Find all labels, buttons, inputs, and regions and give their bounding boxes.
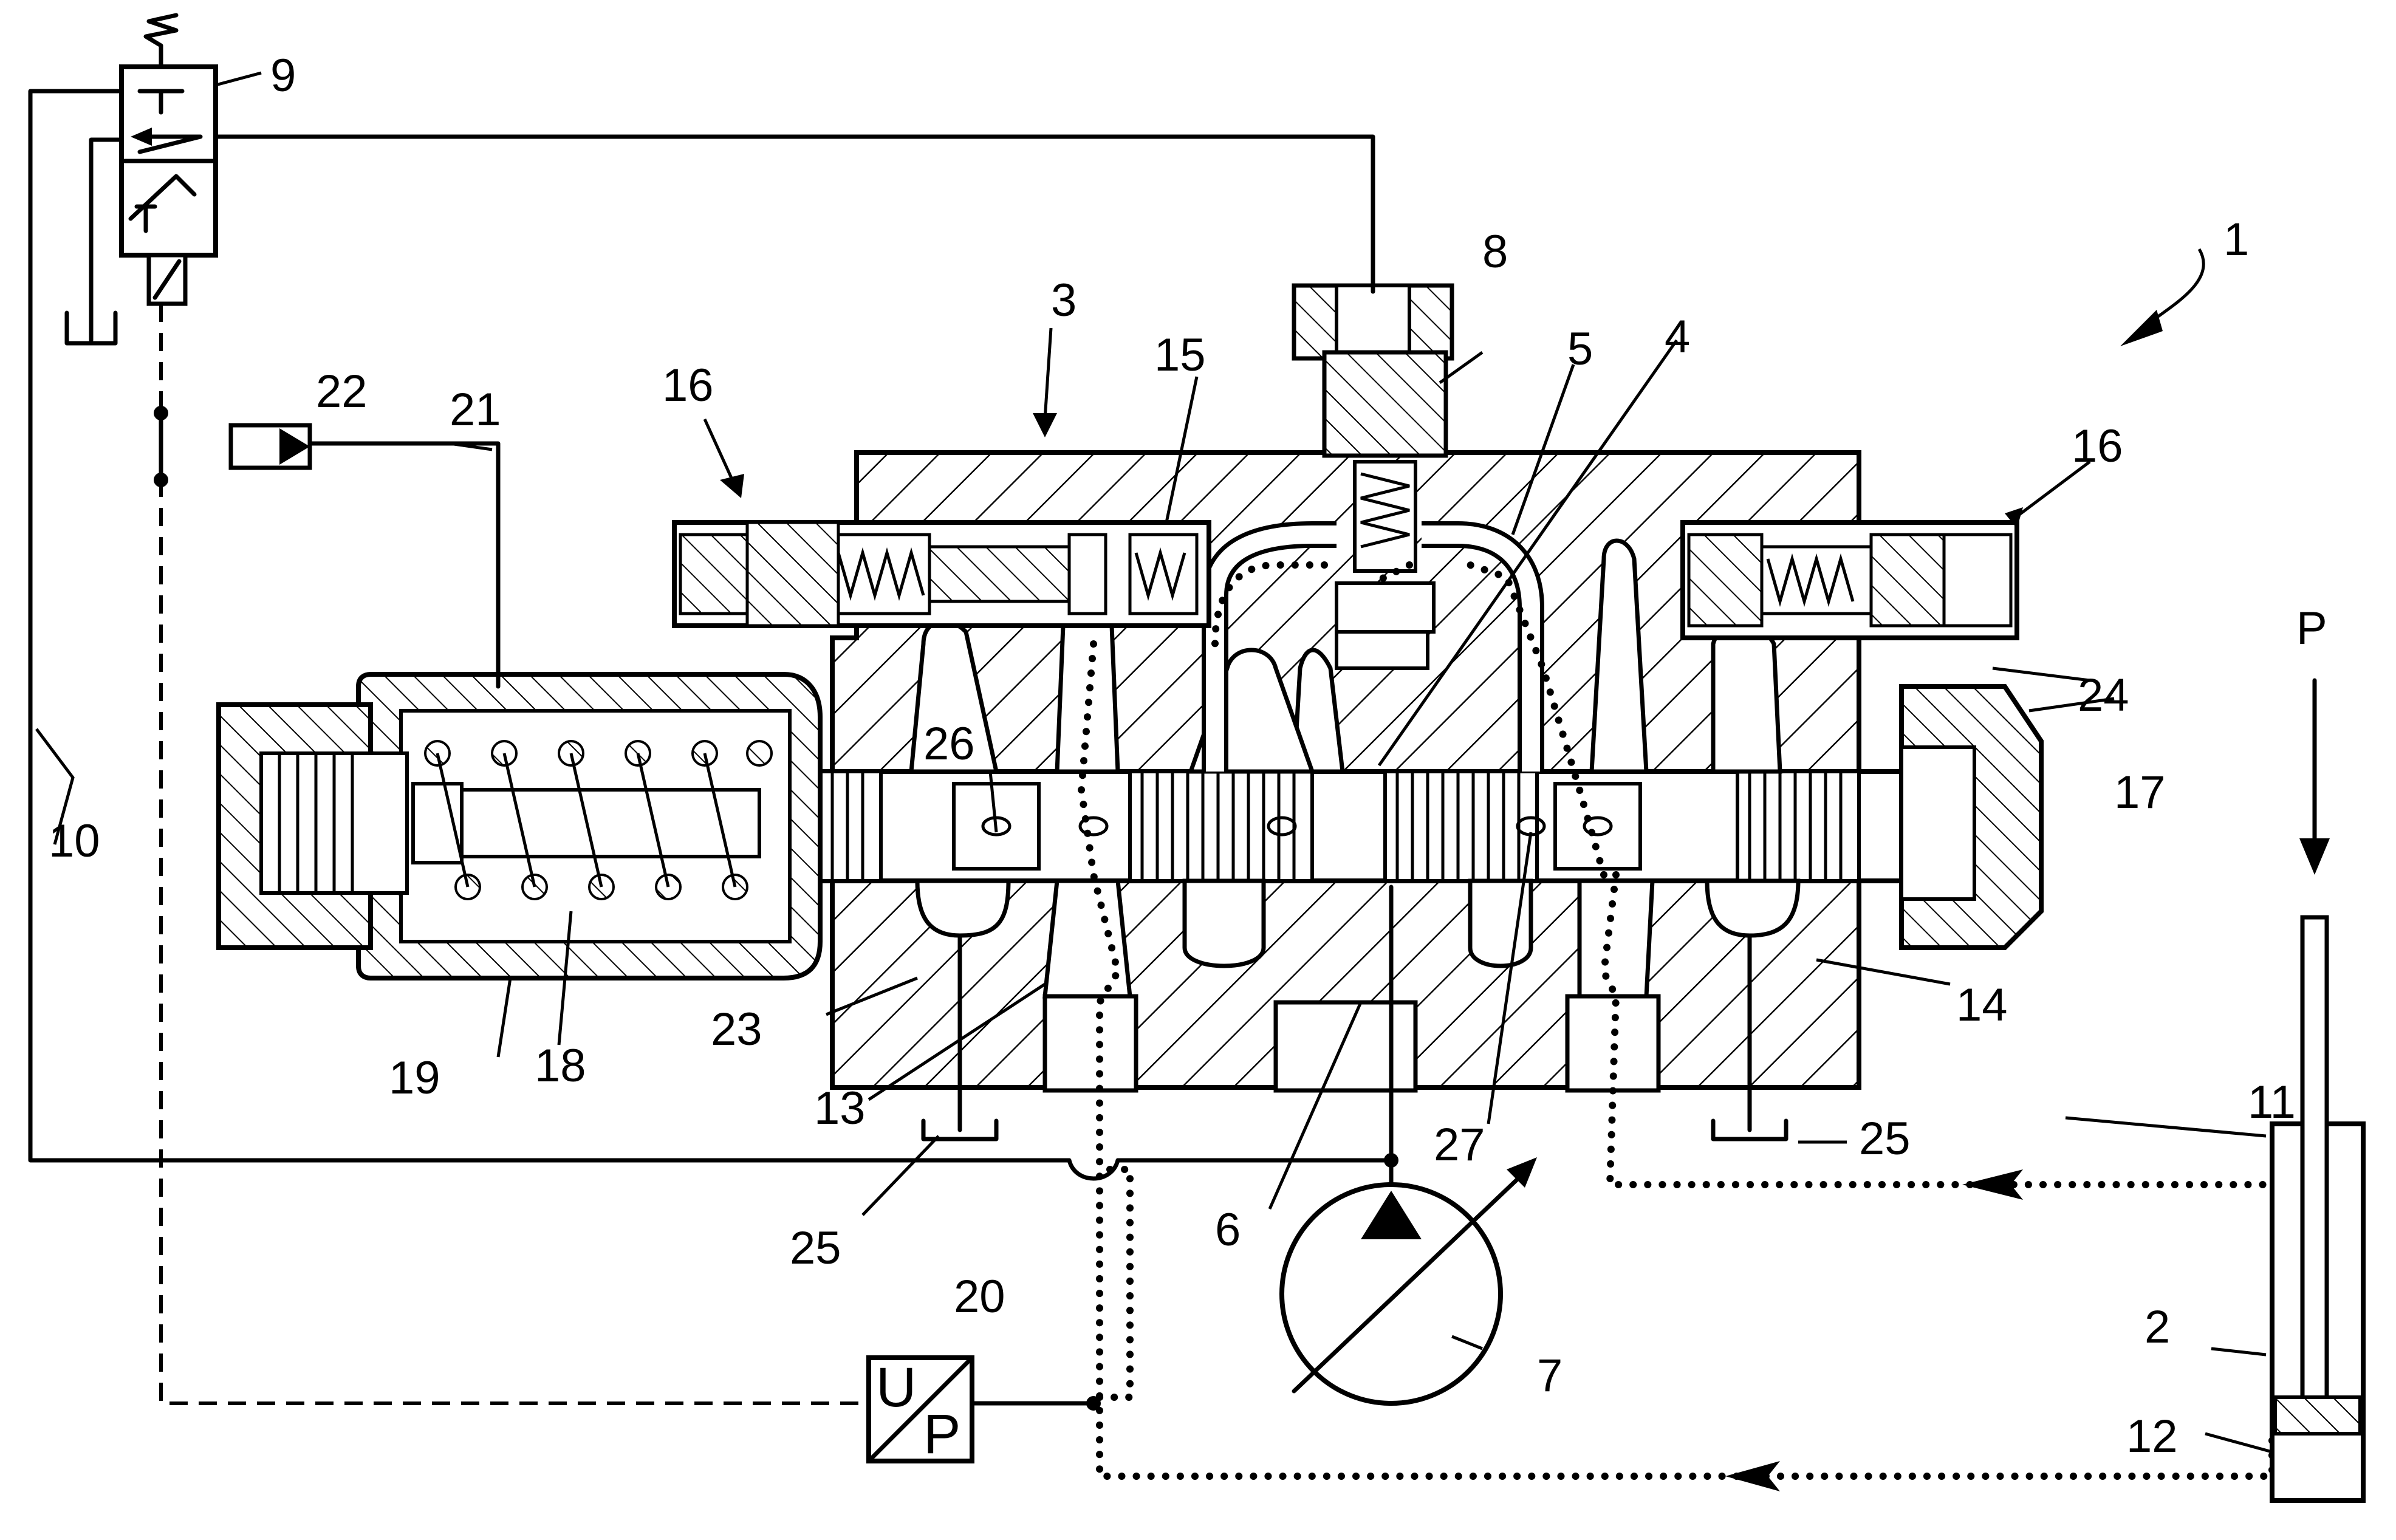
label-25-left: 25 [790,1222,841,1274]
end-cap-17 [1901,686,2041,948]
label-3: 3 [1051,275,1076,326]
label-6: 6 [1215,1204,1241,1256]
label-27: 27 [1434,1119,1485,1171]
label-P: P [2296,603,2327,654]
converter-u-label: U [876,1357,916,1419]
solenoid-valve-9 [122,15,216,304]
spool-land-middle [1130,772,1312,881]
label-14: 14 [1956,979,2008,1031]
label-26: 26 [923,718,975,770]
label-16-right: 16 [2072,420,2123,472]
converter-p-label: P [923,1403,960,1465]
label-2: 2 [2144,1301,2170,1353]
label-24: 24 [2078,669,2129,721]
label-18: 18 [535,1040,586,1092]
label-5: 5 [1567,323,1593,375]
label-13: 13 [814,1083,866,1134]
label-10: 10 [49,815,100,867]
label-25-right: 25 [1859,1113,1911,1165]
label-17: 17 [2114,767,2166,818]
cartridge-valve-right-16 [1683,522,2017,638]
spring-housing-19 [219,674,820,978]
converter-20: U P [869,1357,972,1465]
label-19: 19 [389,1052,440,1104]
spool-land-right-center [1385,772,1537,881]
spool [765,772,1908,881]
cartridge-valve-left-16 [674,522,1209,626]
label-23: 23 [711,1004,762,1055]
label-11: 11 [2248,1076,2296,1128]
spool-land-right [1737,772,1859,881]
label-8: 8 [1482,226,1508,278]
label-4: 4 [1665,311,1690,363]
label-9: 9 [270,50,296,101]
label-1: 1 [2223,214,2249,265]
pressure-switch-22 [231,425,310,468]
label-12: 12 [2126,1411,2178,1462]
label-22: 22 [316,366,368,417]
label-21: 21 [450,384,501,436]
flow-arrows [1725,1169,2023,1491]
label-7: 7 [1537,1350,1563,1401]
pump-7 [1282,1157,1537,1403]
label-20: 20 [954,1271,1005,1323]
label-16-left: 16 [662,360,714,411]
reference-arrow-1 [2120,249,2203,346]
label-15: 15 [1154,329,1206,381]
